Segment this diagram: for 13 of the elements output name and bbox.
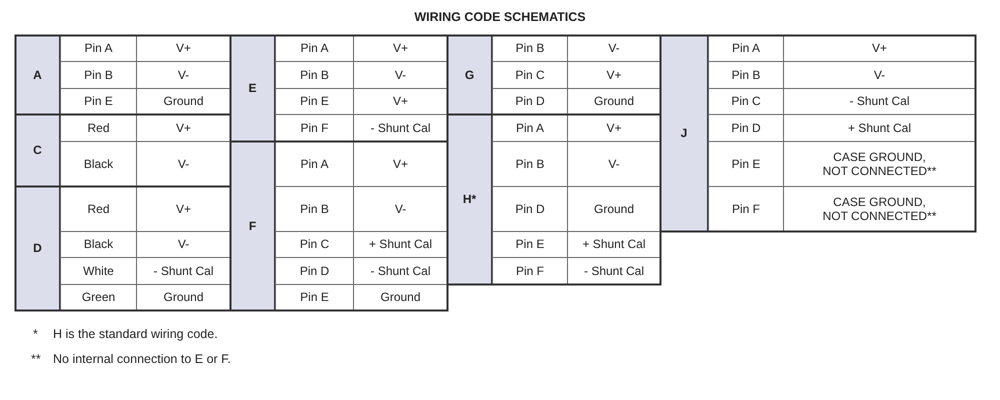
wiring-code-letter: H* [447, 114, 493, 285]
wiring-code-letter: E [230, 35, 276, 142]
wiring-code-letter: C [15, 114, 61, 187]
footnote-text: No internal connection to E or F. [53, 352, 231, 366]
wiring-code-letter: A [15, 35, 61, 115]
wiring-code-letter: G [447, 35, 493, 115]
footnote-marker: ** [31, 352, 41, 366]
wiring-code-letter: D [15, 186, 61, 311]
table-title: WIRING CODE SCHEMATICS [413, 10, 587, 24]
footnote-text: H is the standard wiring code. [53, 327, 218, 341]
wiring-code-letter: J [660, 35, 709, 232]
wiring-code-letter: F [230, 141, 276, 311]
footnote-marker: * [33, 327, 38, 341]
